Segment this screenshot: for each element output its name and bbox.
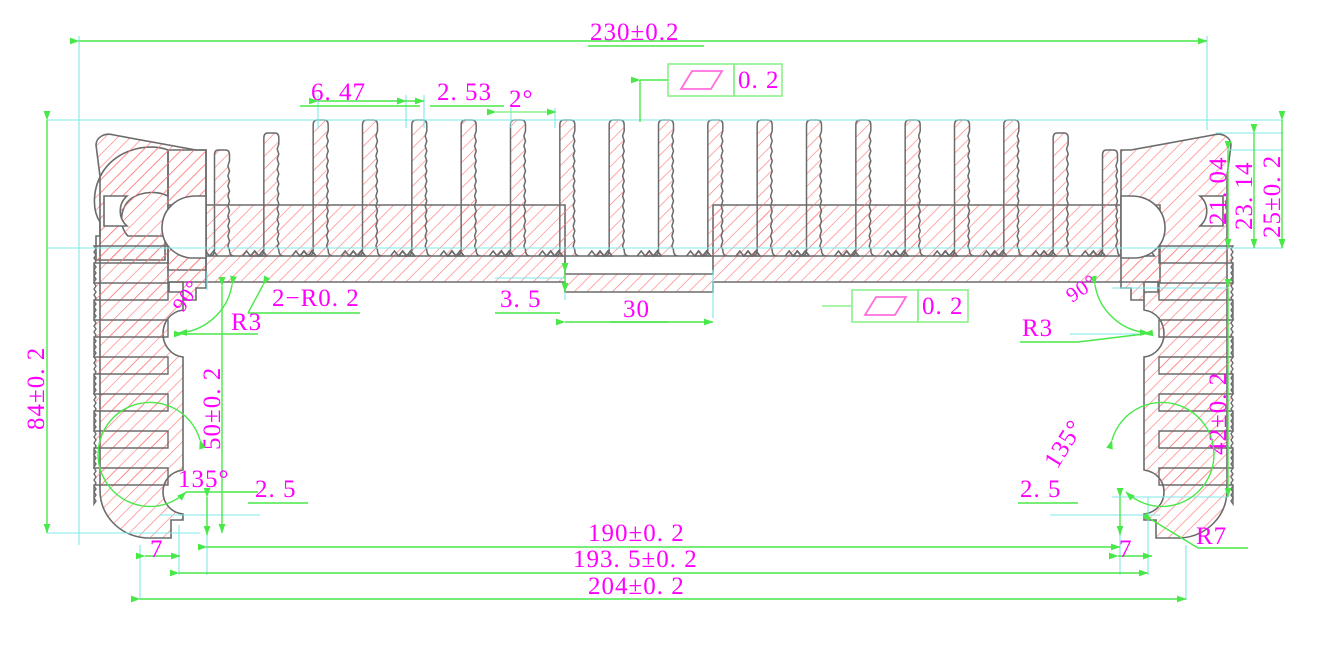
dim-label-30: 30 xyxy=(623,296,650,323)
body-outline xyxy=(93,146,1161,293)
dim-fin-pitch-b: 2. 53 xyxy=(397,79,504,107)
dim-label-2r02: 2−R0. 2 xyxy=(272,285,360,312)
dim-cavity-width: 190±0. 2 xyxy=(198,520,1121,551)
dim-label-50: 50±0. 2 xyxy=(199,367,226,450)
right-top-notch xyxy=(1197,195,1224,227)
dim-label-135-right: 135° xyxy=(1039,415,1089,473)
dim-mid-width: 193. 5±0. 2 xyxy=(170,546,1149,577)
side-tooth xyxy=(1158,245,1235,285)
dim-foot-offset-right: 2. 5 xyxy=(1018,476,1124,536)
gdt-tolerance-top: 0. 2 xyxy=(738,67,780,94)
dim-label-2314: 23. 14 xyxy=(1231,162,1258,231)
dim-foot-width-left: 7 xyxy=(136,536,181,563)
dim-cavity-height: 50±0. 2 xyxy=(199,277,226,534)
left-top-notch xyxy=(103,195,130,227)
dim-boss-width: 30 xyxy=(556,296,714,326)
dim-draft-angle: 2° xyxy=(487,86,557,116)
dim-label-647: 6. 47 xyxy=(311,79,366,106)
dim-label-2104: 21. 04 xyxy=(1205,157,1232,226)
dim-label-7-left: 7 xyxy=(150,536,164,563)
dim-overall-height: 84±0. 2 xyxy=(23,111,51,534)
gdt-frame-top: 0. 2 xyxy=(631,63,783,122)
gdt-tolerance-mid: 0. 2 xyxy=(922,293,964,320)
gdt-frame-mid: 0. 2 xyxy=(822,289,969,323)
left-claw-cutout xyxy=(161,195,207,259)
dim-label-42: 42±0. 2 xyxy=(1205,372,1232,455)
dim-foot-offset-left: 2. 5 xyxy=(203,476,308,536)
dim-side-fin-height: 42±0. 2 xyxy=(1205,279,1232,498)
dim-label-135-left: 135° xyxy=(178,466,230,493)
dim-label-1935: 193. 5±0. 2 xyxy=(573,546,698,573)
side-tooth xyxy=(92,282,169,322)
dim-label-25-left: 2. 5 xyxy=(255,476,297,503)
dim-label-230: 230±0.2 xyxy=(590,19,679,46)
side-tooth xyxy=(92,319,169,359)
dim-corner-fillets: 2−R0. 2 xyxy=(247,275,360,314)
dim-label-r3-left: R3 xyxy=(231,309,262,336)
dim-base-width: 204±0. 2 xyxy=(131,573,1187,603)
dim-fin-pitch-a: 6. 47 xyxy=(300,79,420,107)
dim-fin-height-outer: 25±0. 2 xyxy=(1259,111,1286,249)
fin xyxy=(594,119,663,258)
dim-label-35: 3. 5 xyxy=(500,286,542,313)
dim-fin-height-mid: 23. 14 xyxy=(1231,124,1258,249)
dim-fin-height-inner: 21. 04 xyxy=(1205,141,1232,249)
dim-label-25-right: 2. 5 xyxy=(1020,476,1062,503)
left-side-teeth xyxy=(92,245,169,507)
parallelism-symbol-icon xyxy=(679,70,724,90)
dim-step-depth: 3. 5 xyxy=(495,263,569,314)
right-claw-cutout xyxy=(1120,195,1166,259)
dimension-layer: 230±0.2 6. 47 2. 53 2° 0. 2 xyxy=(23,19,1286,603)
dim-overall-top-width: 230±0.2 xyxy=(70,19,1208,47)
dim-label-84: 84±0. 2 xyxy=(23,347,50,430)
dim-label-204: 204±0. 2 xyxy=(588,573,685,600)
dim-radius-r3-right: R3 xyxy=(1020,315,1154,343)
dim-label-r3-right: R3 xyxy=(1022,315,1053,342)
side-tooth xyxy=(92,430,169,470)
dim-label-253: 2. 53 xyxy=(437,79,492,106)
side-tooth xyxy=(92,467,169,507)
dim-label-r7: R7 xyxy=(1196,523,1227,550)
side-tooth xyxy=(92,356,169,396)
dim-chamfer-angle-left: 135° xyxy=(97,401,258,508)
fin xyxy=(249,132,318,258)
fin xyxy=(199,149,269,258)
dim-label-190: 190±0. 2 xyxy=(588,520,685,547)
dim-foot-width-right: 7 xyxy=(1109,536,1153,563)
fin xyxy=(643,119,713,258)
dim-radius-r7: R7 xyxy=(1142,512,1248,550)
dim-label-2deg: 2° xyxy=(509,86,534,113)
side-tooth xyxy=(92,245,169,285)
dim-label-25: 25±0. 2 xyxy=(1259,155,1286,238)
fin xyxy=(1087,149,1157,258)
parallelism-symbol-icon-2 xyxy=(863,296,908,316)
dim-label-7-right: 7 xyxy=(1119,536,1133,563)
fin xyxy=(1038,132,1107,258)
